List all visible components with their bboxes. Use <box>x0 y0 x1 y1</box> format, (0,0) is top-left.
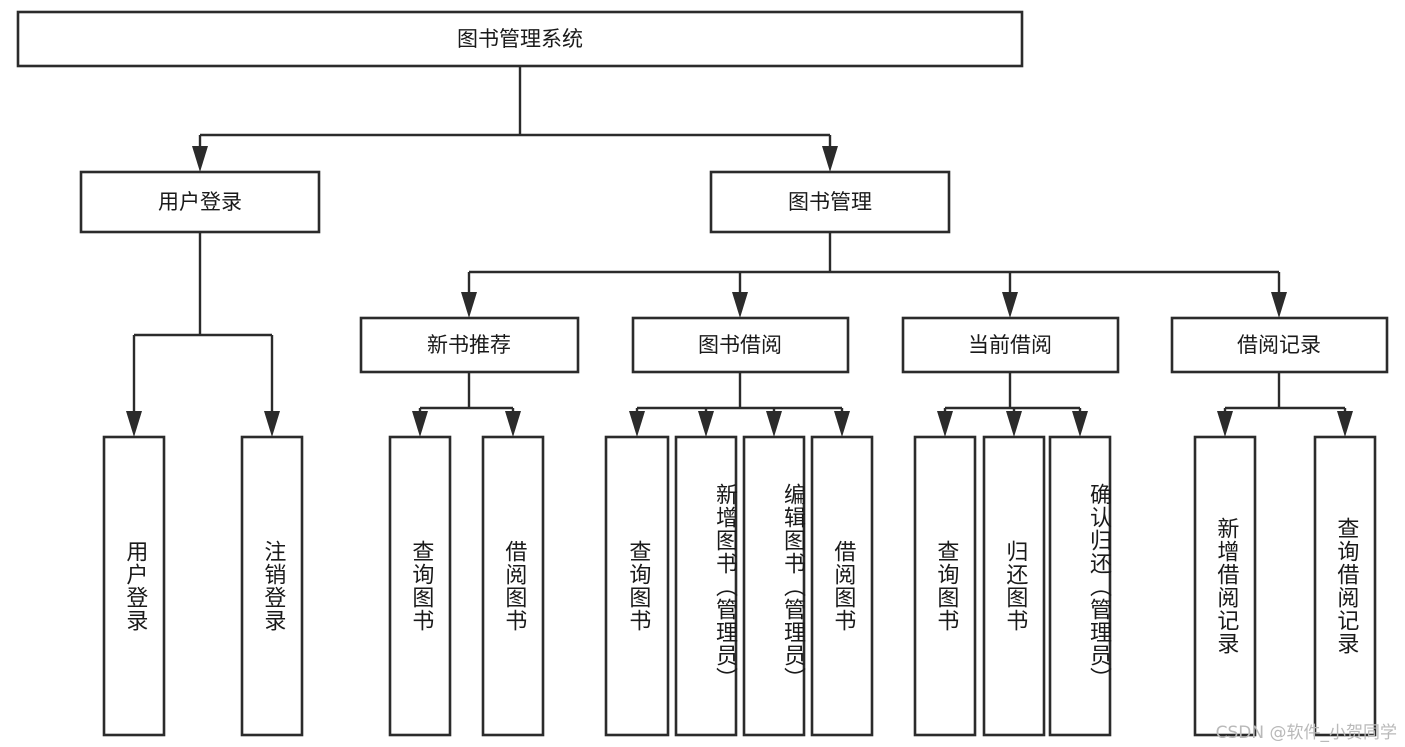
watermark-text: CSDN @软件_小贺同学 <box>1215 723 1397 743</box>
leaf-box-add-book-admin[interactable] <box>674 435 738 737</box>
arrow-head-current-borrow <box>1002 292 1018 318</box>
node-box-root[interactable] <box>16 10 1024 68</box>
arrow-head-leaf-confirm-return-admin <box>1072 411 1088 437</box>
label-user-login: 用户登录 <box>158 190 242 214</box>
connectors-newbook-to-leaves <box>412 372 521 437</box>
connectors-root-to-level2 <box>192 66 838 172</box>
leaf-box-confirm-return-admin[interactable] <box>1048 435 1112 737</box>
label-root: 图书管理系统 <box>457 27 583 51</box>
leaf-box-query-book-2[interactable] <box>604 435 670 737</box>
arrow-head-leaf-query-book-2 <box>629 411 645 437</box>
arrow-head-book-management <box>822 146 838 172</box>
arrow-head-leaf-user-login <box>126 411 142 437</box>
label-book-management: 图书管理 <box>788 190 872 214</box>
leaf-box-logout[interactable] <box>240 435 304 737</box>
arrow-head-leaf-query-book-3 <box>937 411 953 437</box>
label-new-book-recommend: 新书推荐 <box>427 333 511 357</box>
leaf-box-query-book-3[interactable] <box>913 435 977 737</box>
label-current-borrow: 当前借阅 <box>968 333 1052 357</box>
node-box-current-borrow[interactable] <box>901 316 1120 374</box>
arrow-head-leaf-borrow-book-1 <box>505 411 521 437</box>
arrow-head-leaf-edit-book-admin <box>766 411 782 437</box>
connectors-bookborrow-to-leaves <box>629 372 850 437</box>
leaf-box-user-login[interactable] <box>102 435 166 737</box>
arrow-head-leaf-query-book-1 <box>412 411 428 437</box>
arrow-head-leaf-query-borrow-record <box>1337 411 1353 437</box>
arrow-head-leaf-borrow-book-2 <box>834 411 850 437</box>
arrow-head-leaf-logout <box>264 411 280 437</box>
leaf-box-return-book[interactable] <box>982 435 1046 737</box>
leaf-box-borrow-book-1[interactable] <box>481 435 545 737</box>
label-book-borrow: 图书借阅 <box>698 333 782 357</box>
node-labels-horizontal: 图书管理系统 用户登录 图书管理 新书推荐 图书借阅 当前借阅 借阅记录 <box>158 27 1321 357</box>
label-borrow-record: 借阅记录 <box>1237 333 1321 357</box>
leaf-box-query-borrow-record[interactable] <box>1313 435 1377 737</box>
connectors-borrowrecord-to-leaves <box>1217 372 1353 437</box>
arrow-head-leaf-add-book-admin <box>698 411 714 437</box>
node-box-user-login[interactable] <box>79 170 321 234</box>
leaf-box-query-book-1[interactable] <box>388 435 452 737</box>
connectors-userlogin-to-leaves <box>126 232 280 437</box>
arrow-head-user-login <box>192 146 208 172</box>
connectors-currentborrow-to-leaves <box>937 372 1088 437</box>
leaf-box-borrow-book-2[interactable] <box>810 435 874 737</box>
arrow-head-leaf-add-borrow-record <box>1217 411 1233 437</box>
arrow-head-leaf-return-book <box>1006 411 1022 437</box>
node-boxes <box>16 10 1389 737</box>
arrow-head-new-book-recommend <box>461 292 477 318</box>
leaf-box-edit-book-admin[interactable] <box>742 435 806 737</box>
arrow-head-borrow-record <box>1271 292 1287 318</box>
node-box-new-book-recommend[interactable] <box>359 316 580 374</box>
leaf-box-add-borrow-record[interactable] <box>1193 435 1257 737</box>
connectors-bookmgmt-to-level3 <box>461 232 1287 318</box>
arrow-head-book-borrow <box>732 292 748 318</box>
